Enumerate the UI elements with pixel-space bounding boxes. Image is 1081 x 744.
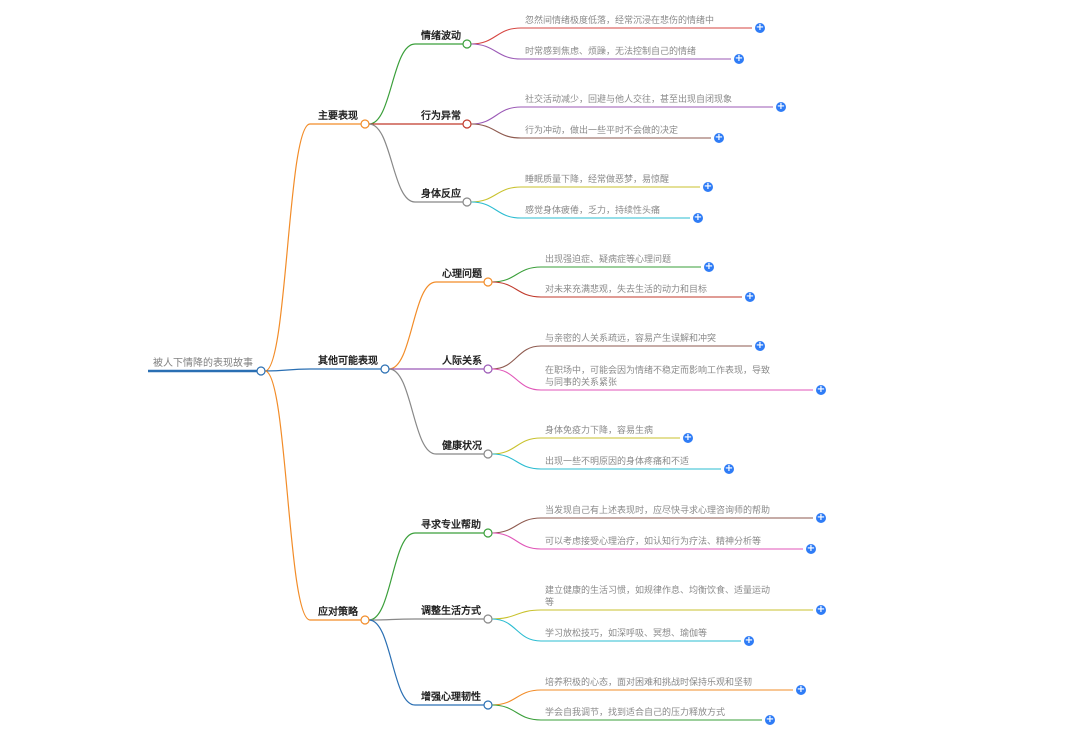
leaf-connector — [491, 704, 542, 721]
leaf-connector — [470, 43, 522, 60]
leaf-connector — [491, 689, 542, 706]
plus-circle-icon[interactable]: + — [806, 543, 816, 554]
leaf-connector — [491, 345, 542, 370]
leaf-connector — [491, 517, 542, 534]
subtopic[interactable]: 健康状况 — [442, 441, 482, 452]
subtopic-collapse-node[interactable] — [462, 39, 472, 49]
branch-collapse-node[interactable] — [360, 119, 370, 129]
leaf-connector — [491, 281, 542, 298]
plus-circle-icon[interactable]: + — [816, 384, 826, 395]
leaf-connector — [491, 266, 542, 283]
leaf-topic[interactable]: 睡眠质量下降，经常做恶梦，易惊醒 — [525, 175, 670, 185]
subtopic-collapse-node[interactable] — [483, 614, 493, 624]
leaf-topic[interactable]: 出现强迫症、疑病症等心理问题 — [545, 255, 672, 265]
plus-circle-icon[interactable]: + — [714, 132, 724, 143]
subtopic[interactable]: 身体反应 — [421, 189, 461, 200]
leaf-connector — [470, 186, 522, 203]
root-collapse-node[interactable] — [256, 366, 266, 376]
branch-collapse-node[interactable] — [380, 364, 390, 374]
subtopic-collapse-node[interactable] — [483, 364, 493, 374]
subtopic-collapse-node[interactable] — [483, 277, 493, 287]
subtopic-collapse-node[interactable] — [483, 449, 493, 459]
leaf-topic[interactable]: 身体免疫力下降，容易生病 — [545, 426, 654, 436]
plus-circle-icon[interactable]: + — [704, 261, 714, 272]
leaf-topic[interactable]: 行为冲动，做出一些平时不会做的决定 — [525, 126, 679, 136]
leaf-connector — [470, 201, 522, 219]
branch-connector — [264, 370, 311, 621]
leaf-topic[interactable]: 学会自我调节，找到适合自己的压力释放方式 — [545, 708, 726, 718]
branch-topic[interactable]: 主要表现 — [318, 111, 358, 122]
branch-connector — [264, 123, 311, 372]
subtopic[interactable]: 增强心理韧性 — [421, 692, 481, 703]
leaf-topic[interactable]: 忽然间情绪极度低落，经常沉浸在悲伤的情绪中 — [525, 16, 715, 26]
subtopic[interactable]: 行为异常 — [421, 111, 461, 122]
leaf-connector — [491, 437, 542, 455]
branch-collapse-node[interactable] — [360, 615, 370, 625]
leaf-topic-line[interactable]: 建立健康的生活习惯，如规律作息、均衡饮食、适量运动 — [545, 586, 771, 596]
leaf-topic[interactable]: 出现一些不明原因的身体疼痛和不适 — [545, 457, 690, 467]
plus-circle-icon[interactable]: + — [816, 512, 826, 523]
leaf-topic-line[interactable]: 在职场中，可能会因为情绪不稳定而影响工作表现，导致 — [545, 366, 771, 376]
leaf-connector — [491, 532, 542, 550]
subtopic-collapse-node[interactable] — [483, 700, 493, 710]
plus-circle-icon[interactable]: + — [703, 181, 713, 192]
leaf-topic[interactable]: 培养积极的心态，面对困难和挑战时保持乐观和坚韧 — [545, 678, 753, 688]
leaf-connector — [491, 453, 542, 470]
plus-circle-icon[interactable]: + — [765, 714, 775, 725]
leaf-topic-line[interactable]: 等 — [545, 598, 555, 608]
plus-circle-icon[interactable]: + — [734, 53, 744, 64]
leaf-connector — [491, 368, 542, 391]
subtopic-connector — [388, 368, 437, 455]
subtopic-connector — [368, 618, 416, 621]
plus-circle-icon[interactable]: + — [683, 432, 693, 443]
leaf-topic[interactable]: 社交活动减少，回避与他人交往，甚至出现自闭现象 — [525, 95, 733, 105]
subtopic[interactable]: 人际关系 — [442, 356, 482, 367]
branch-topic[interactable]: 其他可能表现 — [318, 356, 378, 367]
plus-circle-icon[interactable]: + — [744, 635, 754, 646]
leaf-topic-line[interactable]: 与同事的关系紧张 — [545, 378, 618, 388]
subtopic[interactable]: 心理问题 — [442, 269, 482, 280]
subtopic-collapse-node[interactable] — [483, 528, 493, 538]
subtopic-collapse-node[interactable] — [462, 197, 472, 207]
plus-circle-icon[interactable]: + — [796, 684, 806, 695]
plus-circle-icon[interactable]: + — [816, 604, 826, 615]
leaf-connector — [491, 609, 542, 620]
leaf-connector — [470, 123, 522, 139]
subtopic[interactable]: 寻求专业帮助 — [421, 520, 481, 531]
leaf-topic[interactable]: 对未来充满悲观，失去生活的动力和目标 — [545, 285, 708, 295]
subtopic-connector — [368, 532, 416, 621]
subtopic[interactable]: 情绪波动 — [421, 31, 461, 42]
leaf-connector — [470, 27, 522, 45]
subtopic-connector — [388, 281, 437, 370]
plus-circle-icon[interactable]: + — [755, 340, 765, 351]
subtopic-connector — [368, 619, 416, 706]
leaf-topic[interactable]: 与亲密的人关系疏远，容易产生误解和冲突 — [545, 334, 717, 344]
subtopic[interactable]: 调整生活方式 — [421, 606, 481, 617]
leaf-connector — [470, 106, 522, 125]
plus-circle-icon[interactable]: + — [745, 291, 755, 302]
subtopic-connector — [368, 123, 416, 203]
branch-connector — [264, 368, 311, 372]
subtopic-connector — [368, 43, 416, 125]
leaf-connector — [491, 618, 542, 642]
leaf-topic[interactable]: 时常感到焦虑、烦躁，无法控制自己的情绪 — [525, 47, 697, 57]
root-topic[interactable]: 被人下情降的表现故事 — [153, 358, 253, 369]
leaf-topic[interactable]: 感觉身体疲倦，乏力，持续性头痛 — [525, 206, 661, 216]
plus-circle-icon[interactable]: + — [755, 22, 765, 33]
subtopic-collapse-node[interactable] — [462, 119, 472, 129]
leaf-topic[interactable]: 当发现自己有上述表现时，应尽快寻求心理咨询师的帮助 — [545, 506, 771, 516]
leaf-topic[interactable]: 可以考虑接受心理治疗，如认知行为疗法、精神分析等 — [545, 537, 762, 547]
branch-topic[interactable]: 应对策略 — [318, 607, 358, 618]
leaf-topic[interactable]: 学习放松技巧，如深呼吸、冥想、瑜伽等 — [545, 629, 708, 639]
plus-circle-icon[interactable]: + — [724, 463, 734, 474]
plus-circle-icon[interactable]: + — [776, 101, 786, 112]
plus-circle-icon[interactable]: + — [693, 212, 703, 223]
